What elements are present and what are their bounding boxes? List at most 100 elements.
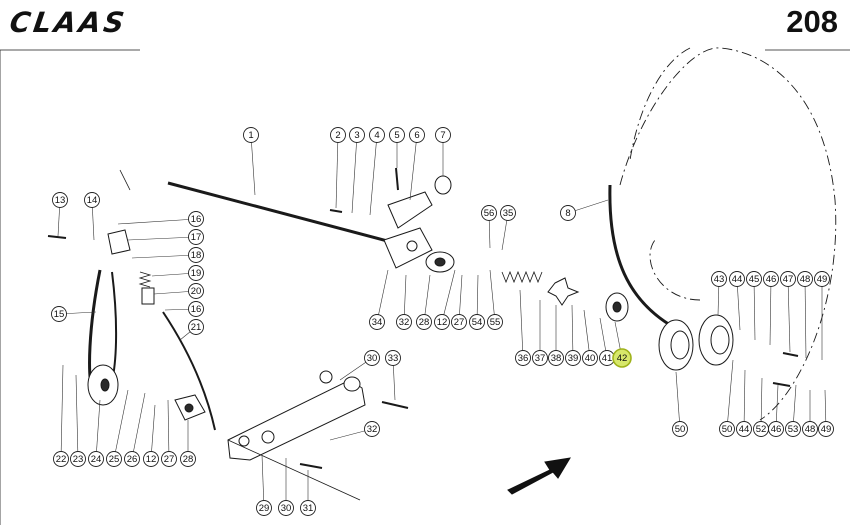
callout-43[interactable]: 43 bbox=[711, 271, 727, 287]
callout-circle bbox=[416, 314, 432, 330]
callout-1[interactable]: 1 bbox=[243, 127, 259, 143]
callout-12[interactable]: 12 bbox=[434, 314, 450, 330]
lever-arm bbox=[227, 379, 366, 461]
callout-circle bbox=[711, 271, 727, 287]
callout-circle bbox=[434, 314, 450, 330]
callout-leader-1 bbox=[250, 134, 256, 196]
callout-47[interactable]: 47 bbox=[780, 271, 796, 287]
callout-7[interactable]: 7 bbox=[435, 127, 451, 143]
callout-number: 3 bbox=[354, 130, 359, 141]
callout-26[interactable]: 26 bbox=[124, 451, 140, 467]
callout-leader-47 bbox=[787, 278, 791, 353]
callout-number: 4 bbox=[374, 130, 379, 141]
callout-46[interactable]: 46 bbox=[768, 421, 784, 437]
callout-circle bbox=[330, 127, 346, 143]
callout-39[interactable]: 39 bbox=[565, 350, 581, 366]
callout-18[interactable]: 18 bbox=[188, 247, 204, 263]
callout-30[interactable]: 30 bbox=[364, 350, 380, 366]
callout-48[interactable]: 48 bbox=[797, 271, 813, 287]
callout-20[interactable]: 20 bbox=[188, 283, 204, 299]
callout-6[interactable]: 6 bbox=[409, 127, 425, 143]
callout-circle bbox=[719, 421, 735, 437]
callout-leader-36 bbox=[519, 289, 524, 359]
callout-number: 49 bbox=[817, 274, 828, 285]
callout-32[interactable]: 32 bbox=[396, 314, 412, 330]
callout-circle bbox=[409, 127, 425, 143]
callout-29[interactable]: 29 bbox=[256, 500, 272, 516]
callout-44[interactable]: 44 bbox=[729, 271, 745, 287]
callout-2[interactable]: 2 bbox=[330, 127, 346, 143]
callout-34[interactable]: 34 bbox=[369, 314, 385, 330]
callout-19[interactable]: 19 bbox=[188, 265, 204, 281]
callout-16[interactable]: 16 bbox=[188, 211, 204, 227]
callout-14[interactable]: 14 bbox=[84, 192, 100, 208]
callout-31[interactable]: 31 bbox=[300, 500, 316, 516]
callout-49[interactable]: 49 bbox=[814, 271, 830, 287]
callout-45[interactable]: 45 bbox=[746, 271, 762, 287]
frame-line-lower bbox=[227, 439, 361, 501]
callout-4[interactable]: 4 bbox=[369, 127, 385, 143]
callout-40[interactable]: 40 bbox=[582, 350, 598, 366]
callout-number: 42 bbox=[617, 353, 628, 364]
callout-22[interactable]: 22 bbox=[53, 451, 69, 467]
callout-28[interactable]: 28 bbox=[416, 314, 432, 330]
callout-number: 20 bbox=[191, 286, 202, 297]
callout-12[interactable]: 12 bbox=[143, 451, 159, 467]
callout-38[interactable]: 38 bbox=[548, 350, 564, 366]
callout-48[interactable]: 48 bbox=[802, 421, 818, 437]
callout-49[interactable]: 49 bbox=[818, 421, 834, 437]
callout-circle bbox=[481, 205, 497, 221]
callout-circle bbox=[818, 421, 834, 437]
callout-42-highlighted[interactable]: 42 bbox=[612, 348, 632, 368]
callout-leader-24 bbox=[95, 399, 101, 460]
callout-number: 6 bbox=[414, 130, 419, 141]
callout-number: 7 bbox=[440, 130, 445, 141]
callout-number: 16 bbox=[191, 304, 202, 315]
callout-circle bbox=[451, 314, 467, 330]
callout-44[interactable]: 44 bbox=[736, 421, 752, 437]
lever-bolt bbox=[381, 401, 409, 409]
callout-33[interactable]: 33 bbox=[385, 350, 401, 366]
callout-54[interactable]: 54 bbox=[469, 314, 485, 330]
callout-21[interactable]: 21 bbox=[188, 319, 204, 335]
callout-30[interactable]: 30 bbox=[278, 500, 294, 516]
callout-55[interactable]: 55 bbox=[487, 314, 503, 330]
callout-number: 48 bbox=[800, 274, 811, 285]
callout-leader-3 bbox=[351, 134, 358, 214]
callout-16[interactable]: 16 bbox=[188, 301, 204, 317]
callout-23[interactable]: 23 bbox=[70, 451, 86, 467]
callout-36[interactable]: 36 bbox=[515, 350, 531, 366]
callout-53[interactable]: 53 bbox=[785, 421, 801, 437]
callout-leader-39 bbox=[571, 304, 574, 359]
callout-13[interactable]: 13 bbox=[52, 192, 68, 208]
callout-27[interactable]: 27 bbox=[451, 314, 467, 330]
callout-number: 34 bbox=[372, 317, 383, 328]
callout-number: 48 bbox=[805, 424, 816, 435]
lever-arm-pivot bbox=[238, 435, 250, 447]
callout-32[interactable]: 32 bbox=[364, 421, 380, 437]
wheel-hub-outline bbox=[649, 239, 701, 301]
callout-leader-29 bbox=[261, 454, 265, 509]
callout-56[interactable]: 56 bbox=[481, 205, 497, 221]
callout-number: 14 bbox=[87, 195, 98, 206]
callout-15[interactable]: 15 bbox=[51, 306, 67, 322]
callout-circle bbox=[515, 350, 531, 366]
callout-50[interactable]: 50 bbox=[719, 421, 735, 437]
callout-27[interactable]: 27 bbox=[161, 451, 177, 467]
callout-25[interactable]: 25 bbox=[106, 451, 122, 467]
callout-3[interactable]: 3 bbox=[349, 127, 365, 143]
callout-circle bbox=[532, 350, 548, 366]
callout-number: 24 bbox=[91, 454, 102, 465]
callout-52[interactable]: 52 bbox=[753, 421, 769, 437]
callout-5[interactable]: 5 bbox=[389, 127, 405, 143]
callout-17[interactable]: 17 bbox=[188, 229, 204, 245]
callout-37[interactable]: 37 bbox=[532, 350, 548, 366]
callout-35[interactable]: 35 bbox=[500, 205, 516, 221]
callout-24[interactable]: 24 bbox=[88, 451, 104, 467]
bolt-left bbox=[47, 235, 67, 239]
callout-8[interactable]: 8 bbox=[560, 205, 576, 221]
callout-46[interactable]: 46 bbox=[763, 271, 779, 287]
callout-50[interactable]: 50 bbox=[672, 421, 688, 437]
callout-28[interactable]: 28 bbox=[180, 451, 196, 467]
callout-number: 40 bbox=[585, 353, 596, 364]
